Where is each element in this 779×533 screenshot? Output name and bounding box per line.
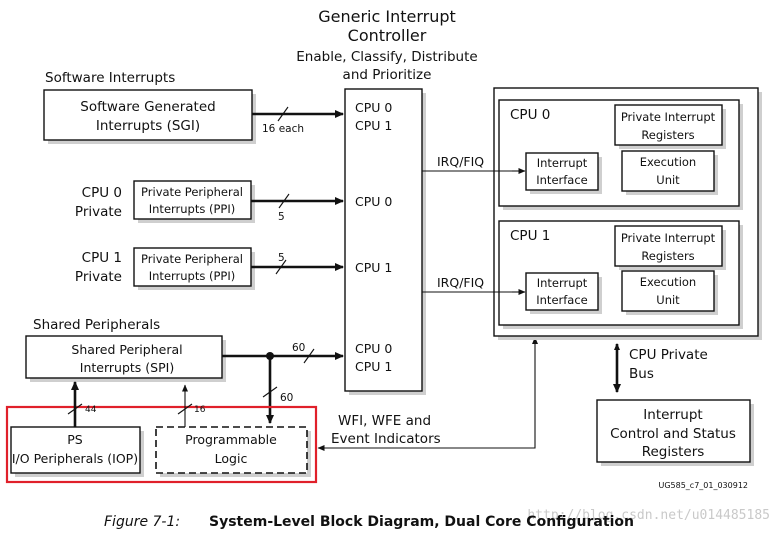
- cpu0-pir-line1: Private Interrupt: [621, 110, 716, 124]
- icsr-box: Interrupt Control and Status Registers: [596, 399, 754, 466]
- irq-cpu1-label: IRQ/FIQ: [437, 275, 484, 290]
- spi-box: Shared Peripheral Interrupts (SPI): [25, 335, 226, 382]
- gic-title-line2: Controller: [348, 26, 427, 45]
- pl-box: Programmable Logic: [155, 426, 311, 477]
- spi-bus-slash: [303, 348, 315, 364]
- ppi1-box-line2: Interrupts (PPI): [149, 269, 236, 283]
- ppi0-bus-slash: [278, 193, 290, 209]
- iop-line1: PS: [67, 432, 83, 447]
- ppi1-box-line1: Private Peripheral: [141, 252, 243, 266]
- ppi1-side-line2: Private: [75, 269, 122, 285]
- spi-to-pl-slash: [262, 386, 278, 398]
- cpu1-pir-line1: Private Interrupt: [621, 231, 716, 245]
- spi-section-label: Shared Peripherals: [33, 317, 160, 333]
- iop-bus-slash: [67, 403, 83, 415]
- ppi0-box-line2: Interrupts (PPI): [149, 202, 236, 216]
- sgi-bus-width: 16 each: [262, 123, 304, 135]
- icsr-line3: Registers: [642, 444, 705, 460]
- cpu1-pir-box: [614, 225, 723, 267]
- cpu-private-bus-line2: Bus: [629, 366, 654, 382]
- pl-line1: Programmable: [185, 432, 277, 447]
- gic-title-line1: Generic Interrupt: [318, 7, 456, 26]
- watermark: http://blog.csdn.net/u014485185: [527, 508, 770, 523]
- ppi1-side-line1: CPU 1: [82, 250, 122, 266]
- cpu1-eu-line2: Unit: [656, 293, 680, 307]
- pl-line2: Logic: [215, 451, 248, 466]
- iop-line2: I/O Peripherals (IOP): [12, 451, 138, 466]
- cpu1-title: CPU 1: [510, 228, 550, 244]
- sgi-box-line2: Interrupts (SGI): [96, 118, 200, 134]
- spi-box-line1: Shared Peripheral: [71, 342, 182, 357]
- sgi-box-line1: Software Generated: [80, 99, 215, 115]
- ppi1-bus-slash: [275, 259, 287, 275]
- iop-bus-width: 44: [85, 405, 97, 415]
- cpu1-eu-line1: Execution: [640, 275, 696, 289]
- cpu1-ii-line2: Interface: [536, 293, 588, 307]
- ppi0-box: Private Peripheral Interrupts (PPI): [133, 180, 255, 223]
- cpu0-ii-line1: Interrupt: [537, 156, 588, 170]
- wfi-line2: Event Indicators: [331, 431, 441, 447]
- gic-port-ppi-cpu1: CPU 1: [355, 260, 392, 275]
- cpu-private-bus-line1: CPU Private: [629, 347, 708, 363]
- ppi1-bus-width: 5: [278, 252, 285, 264]
- cpu1-pir-line2: Registers: [641, 249, 694, 263]
- cpu0-pir-line2: Registers: [641, 128, 694, 142]
- cpu0-eu-box: [621, 150, 715, 192]
- sgi-box: Software Generated Interrupts (SGI): [43, 89, 256, 144]
- icsr-line2: Control and Status: [610, 426, 736, 442]
- icsr-line1: Interrupt: [643, 407, 702, 423]
- ppi0-box-line1: Private Peripheral: [141, 185, 243, 199]
- caption-number: Figure 7-1:: [104, 514, 180, 530]
- cpu1-ii-line1: Interrupt: [537, 276, 588, 290]
- gic-port-ppi-cpu0: CPU 0: [355, 194, 392, 209]
- cpu0-eu-line2: Unit: [656, 173, 680, 187]
- wfi-line1: WFI, WFE and: [338, 413, 431, 429]
- ppi0-bus-width: 5: [278, 211, 285, 223]
- sgi-bus-slash: [277, 106, 289, 122]
- gic-port-spi-cpu0: CPU 0: [355, 341, 392, 356]
- cpu0-title: CPU 0: [510, 107, 550, 123]
- cpu0-block: CPU 0 Private Interrupt Registers Interr…: [498, 99, 743, 210]
- spi-bus-width-to-pl: 60: [280, 392, 293, 404]
- cpu0-eu-line1: Execution: [640, 155, 696, 169]
- cpu0-ii-line2: Interface: [536, 173, 588, 187]
- spi-box-line2: Interrupts (SPI): [80, 360, 174, 375]
- gic-block: CPU 0 CPU 1 CPU 0 CPU 1 CPU 0 CPU 1: [344, 88, 426, 395]
- cpu0-pir-box: [614, 104, 723, 146]
- doc-id: UG585_c7_01_030912: [658, 481, 748, 490]
- cpu1-block: CPU 1 Private Interrupt Registers Interr…: [498, 220, 743, 329]
- cpu1-eu-box: [621, 270, 715, 312]
- pl-bus-width: 16: [194, 405, 206, 415]
- irq-cpu0-label: IRQ/FIQ: [437, 154, 484, 169]
- gic-port-sgi-cpu1: CPU 1: [355, 118, 392, 133]
- cpu0-ii-box: [525, 152, 599, 191]
- sgi-section-label: Software Interrupts: [45, 70, 175, 86]
- gic-port-spi-cpu1: CPU 1: [355, 359, 392, 374]
- gic-subtitle-line2: and Prioritize: [343, 67, 432, 83]
- cpu1-ii-box: [525, 272, 599, 311]
- iop-box: PS I/O Peripherals (IOP): [10, 426, 144, 477]
- ppi0-side-line2: Private: [75, 204, 122, 220]
- caption-text: System-Level Block Diagram, Dual Core Co…: [209, 514, 634, 530]
- spi-bus-width-to-gic: 60: [292, 342, 305, 354]
- gic-port-sgi-cpu0: CPU 0: [355, 100, 392, 115]
- ppi1-box: Private Peripheral Interrupts (PPI): [133, 247, 255, 290]
- gic-subtitle-line1: Enable, Classify, Distribute: [296, 49, 477, 65]
- highlight-region: [5, 405, 318, 484]
- ppi0-side-line1: CPU 0: [82, 185, 122, 201]
- wfi-connector: [317, 337, 538, 451]
- pl-bus-slash: [177, 403, 193, 415]
